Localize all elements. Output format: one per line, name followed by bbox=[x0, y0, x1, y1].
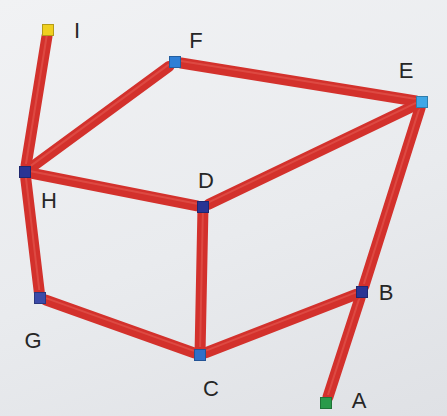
tape-junction: B bbox=[356, 286, 368, 298]
tape-line bbox=[26, 176, 40, 292]
tape-line bbox=[26, 34, 47, 166]
point-label: A bbox=[352, 389, 367, 413]
tape-line bbox=[31, 64, 169, 167]
tape-line bbox=[328, 296, 360, 397]
tape-junction: I bbox=[42, 24, 54, 36]
tape-junction: C bbox=[194, 349, 206, 361]
tape-junction: E bbox=[416, 96, 428, 108]
tape-line bbox=[181, 61, 416, 101]
point-label: B bbox=[379, 281, 394, 305]
point-label: D bbox=[198, 169, 214, 193]
tape-line bbox=[209, 103, 416, 204]
point-label: H bbox=[41, 189, 57, 213]
tape-junction: F bbox=[169, 56, 181, 68]
tape-line bbox=[200, 211, 203, 349]
tape-line bbox=[46, 298, 194, 353]
tape-line bbox=[364, 106, 420, 286]
point-label: C bbox=[203, 377, 219, 401]
tape-junction: D bbox=[197, 201, 209, 213]
tape-junction: G bbox=[34, 292, 46, 304]
point-label: E bbox=[399, 59, 414, 83]
point-label: I bbox=[74, 19, 80, 43]
point-label: F bbox=[189, 29, 202, 53]
point-label: G bbox=[24, 329, 41, 353]
tape-junction: A bbox=[320, 397, 332, 409]
tape-junction: H bbox=[19, 166, 31, 178]
tape-line bbox=[206, 292, 356, 352]
